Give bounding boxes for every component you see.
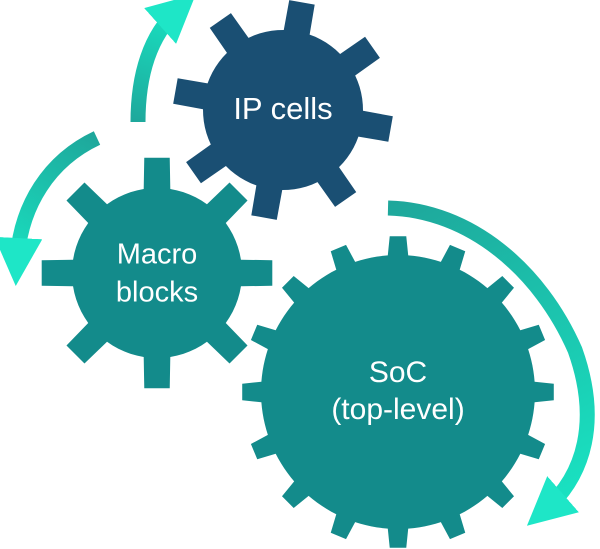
gear-soc-top-level-shape — [242, 236, 554, 548]
gear-macro-blocks-label-line-2: blocks — [116, 277, 198, 309]
cycle-arrows — [0, 0, 595, 526]
gear-macro-blocks-label-line-1: Macro — [117, 239, 198, 271]
gear-soc-top-level: SoC (top-level) — [242, 236, 554, 548]
gear-ip-cells-label: IP cells — [233, 91, 332, 126]
cycle-arrow-up-left — [130, 0, 196, 123]
gear-soc-label-line-1: SoC — [369, 356, 427, 389]
gear-ip-cells-shape — [173, 0, 393, 220]
gear-macro-blocks: Macro blocks — [41, 157, 273, 389]
cycle-arrow-right — [387, 200, 595, 526]
gear-macro-blocks-shape — [41, 157, 273, 389]
gear-ip-cells: IP cells — [173, 0, 393, 220]
gear-soc-label-line-2: (top-level) — [331, 393, 464, 426]
cycle-arrow-down-left — [0, 131, 101, 286]
